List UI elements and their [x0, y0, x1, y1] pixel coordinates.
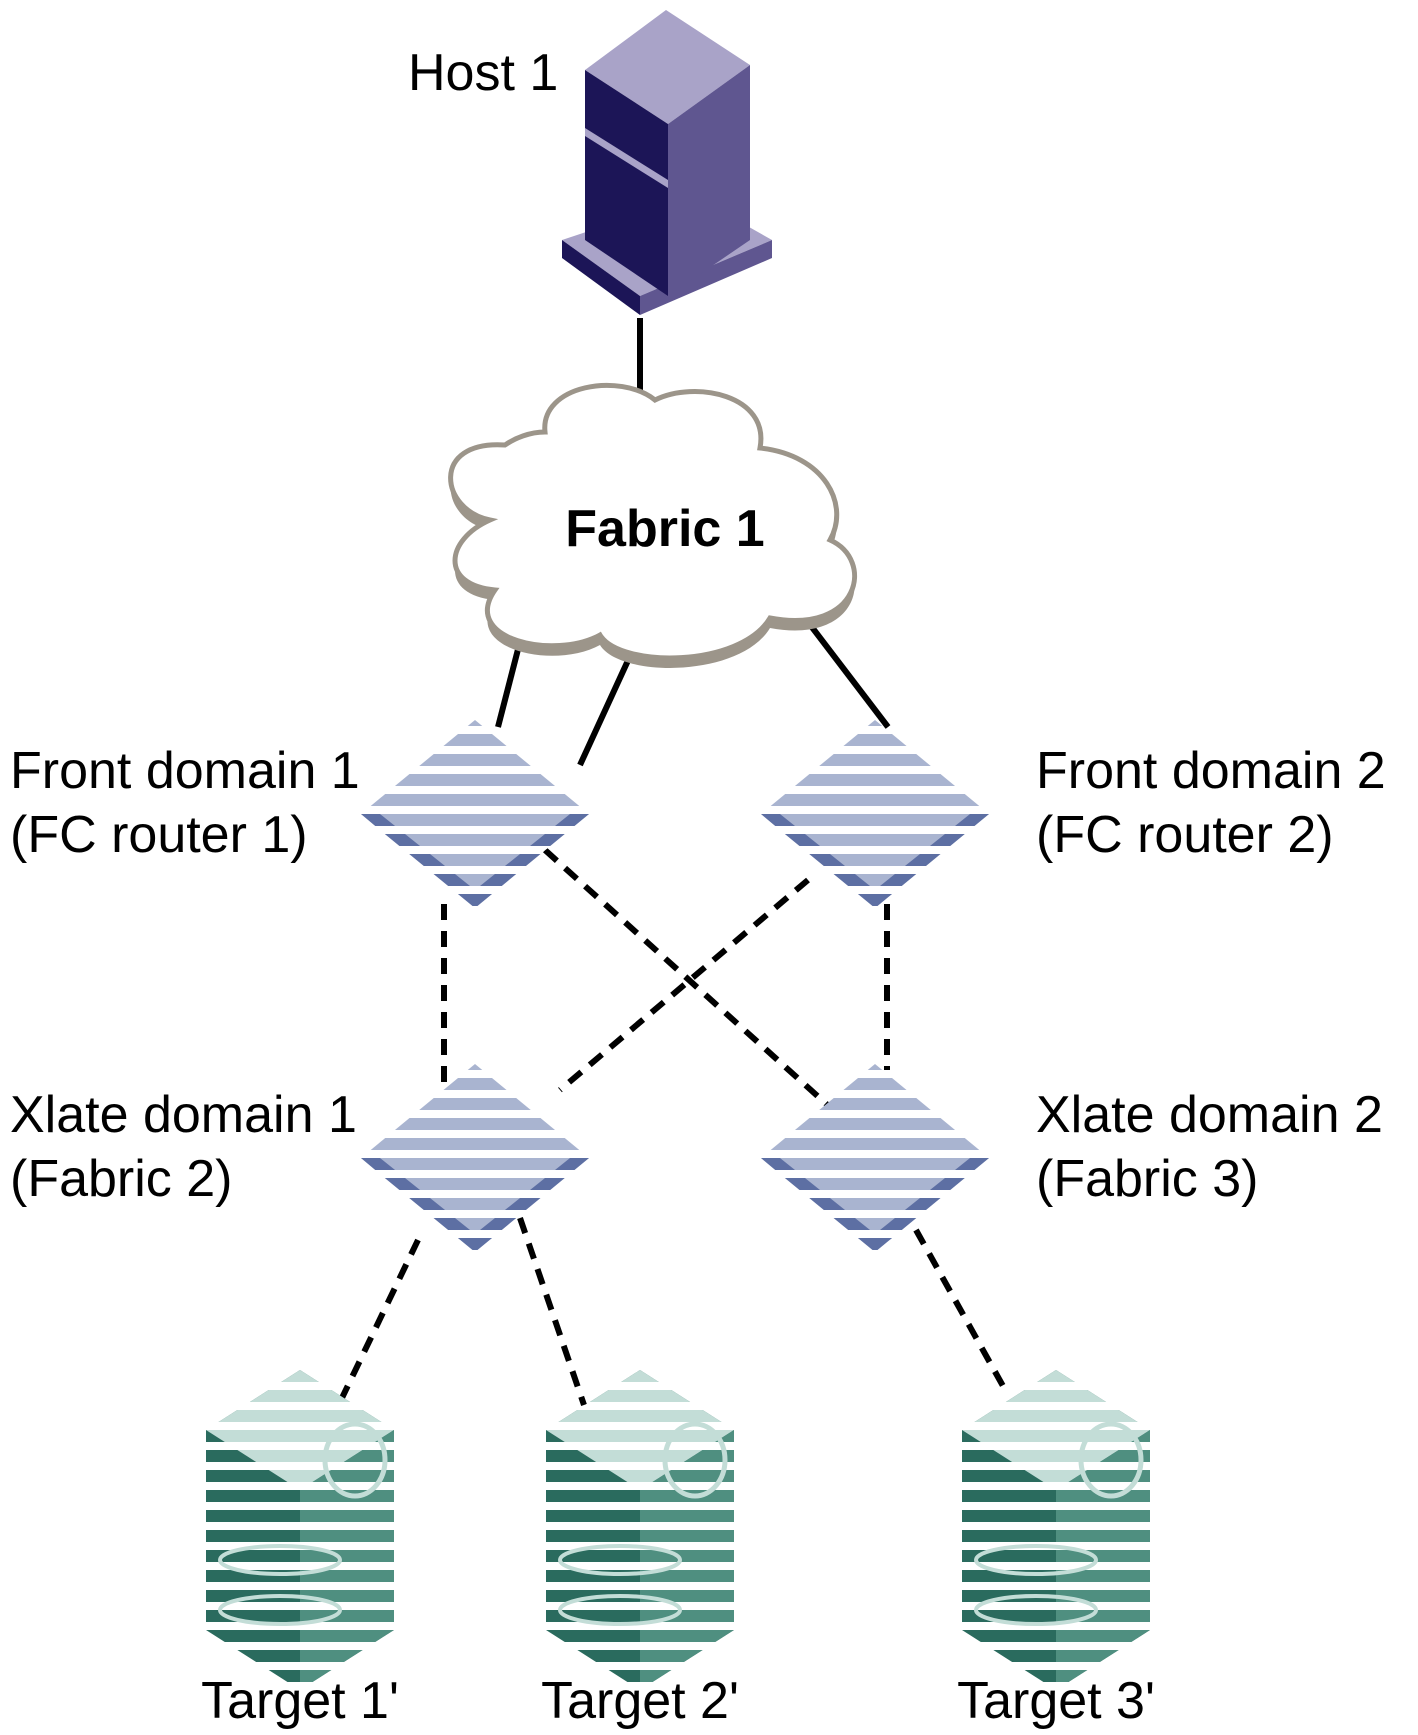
host-label: Host 1	[408, 44, 558, 102]
target2-label: Target 2'	[541, 1672, 739, 1730]
xlate1-label-line2: (Fabric 2)	[10, 1150, 232, 1208]
front1-router-icon	[361, 720, 589, 908]
target2-storage-icon	[546, 1370, 734, 1690]
front1-label-line2: (FC router 1)	[10, 806, 308, 864]
fabric1-cloud-icon	[448, 382, 857, 668]
link-front2-xlate1	[558, 877, 810, 1093]
link-xlate1-target1	[338, 1238, 421, 1402]
fabric1-label: Fabric 1	[565, 500, 764, 558]
xlate2-router-icon	[761, 1064, 989, 1252]
target1-label: Target 1'	[201, 1672, 399, 1730]
link-xlate2-target3	[913, 1228, 1011, 1397]
front1-label-line1: Front domain 1	[10, 742, 360, 800]
link-fabric1-front2	[805, 620, 891, 729]
link-fabric1-front1-b	[577, 641, 639, 767]
dashed-links	[338, 847, 1011, 1406]
xlate1-label-line1: Xlate domain 1	[10, 1086, 357, 1144]
host-server-icon	[562, 10, 772, 315]
link-xlate1-target2	[517, 1217, 587, 1406]
link-front1-xlate2	[542, 847, 836, 1113]
xlate1-router-icon	[361, 1064, 589, 1252]
front2-router-icon	[761, 720, 989, 908]
xlate2-label-line1: Xlate domain 2	[1036, 1086, 1383, 1144]
front2-label-line1: Front domain 2	[1036, 742, 1386, 800]
front2-label-line2: (FC router 2)	[1036, 806, 1334, 864]
target3-label: Target 3'	[957, 1672, 1155, 1730]
xlate2-label-line2: (Fabric 3)	[1036, 1150, 1258, 1208]
target1-storage-icon	[206, 1370, 394, 1690]
target3-storage-icon	[962, 1370, 1150, 1690]
